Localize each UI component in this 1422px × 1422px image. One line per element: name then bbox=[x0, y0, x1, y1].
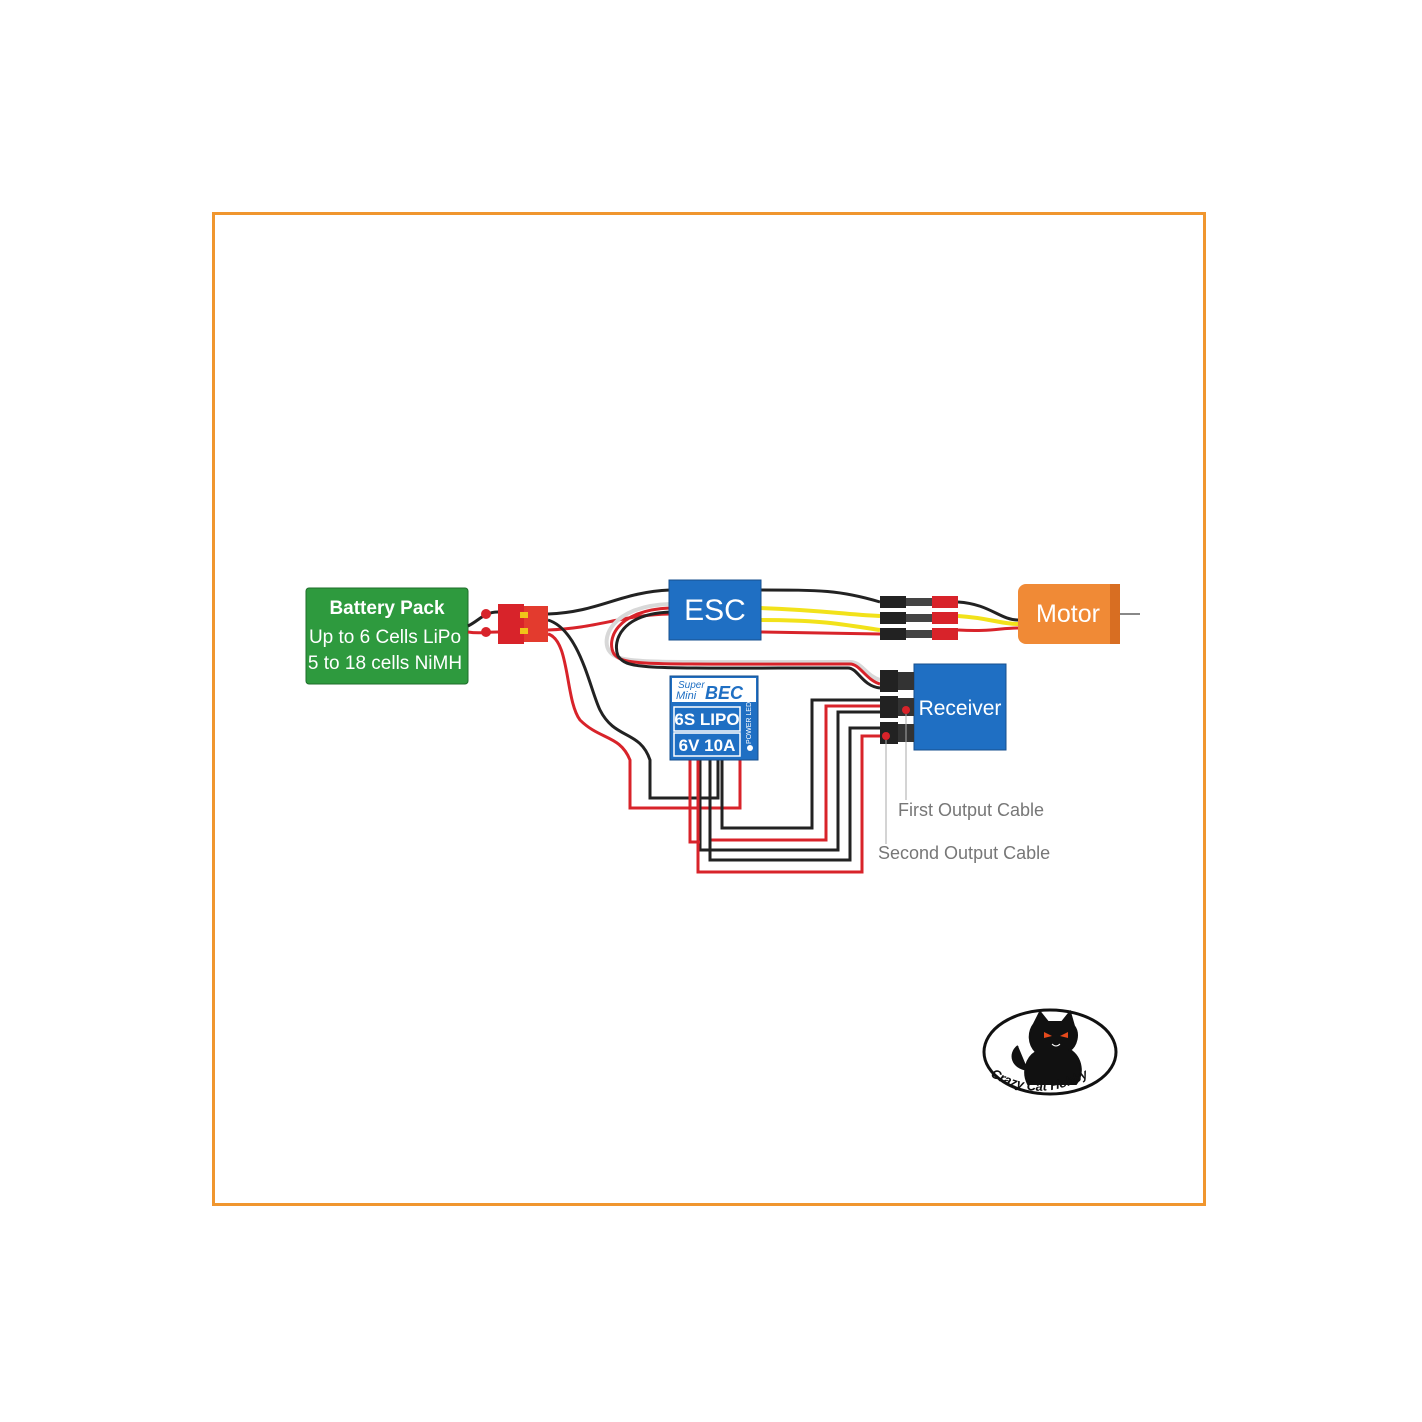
esc-to-motor-wires bbox=[759, 588, 1019, 636]
battery-to-bec-wires bbox=[547, 618, 742, 810]
output-cable-callouts: First Output Cable Second Output Cable bbox=[878, 714, 1050, 863]
esc-box: ESC bbox=[668, 579, 762, 641]
receiver-box: Receiver bbox=[880, 663, 1007, 751]
bec-brand-top: Super bbox=[678, 680, 705, 691]
motor: Motor bbox=[1018, 584, 1140, 644]
motor-label: Motor bbox=[1036, 600, 1100, 628]
bec-spec1: 6S LIPO bbox=[674, 710, 739, 729]
esc-to-receiver-lead bbox=[604, 602, 881, 690]
first-output-label: First Output Cable bbox=[898, 800, 1044, 820]
cat-silhouette-icon bbox=[1011, 1009, 1082, 1085]
bec-brand-mini: Mini bbox=[676, 690, 697, 702]
second-output-cable bbox=[688, 726, 880, 874]
power-led bbox=[747, 745, 753, 751]
receiver-label: Receiver bbox=[919, 697, 1002, 720]
second-output-label: Second Output Cable bbox=[878, 843, 1050, 863]
esc-label: ESC bbox=[684, 594, 746, 627]
bec-side-label: POWER LED bbox=[746, 702, 753, 744]
mini-bec-module: Super Mini BEC 6S LIPO 6V 10A POWER LED bbox=[669, 675, 759, 761]
bec-spec2: 6V 10A bbox=[679, 736, 736, 755]
battery-line2: 5 to 18 cells NiMH bbox=[308, 653, 462, 674]
bec-brand-bec: BEC bbox=[705, 683, 744, 703]
battery-connector bbox=[467, 604, 548, 644]
image-frame bbox=[212, 212, 1206, 1206]
crazy-cat-hobby-logo: Crazy Cat Hobby bbox=[982, 1008, 1118, 1096]
battery-pack: Battery Pack Up to 6 Cells LiPo 5 to 18 … bbox=[305, 587, 469, 685]
battery-title: Battery Pack bbox=[329, 598, 445, 619]
bullet-connectors bbox=[880, 596, 958, 640]
battery-line1: Up to 6 Cells LiPo bbox=[309, 627, 461, 648]
